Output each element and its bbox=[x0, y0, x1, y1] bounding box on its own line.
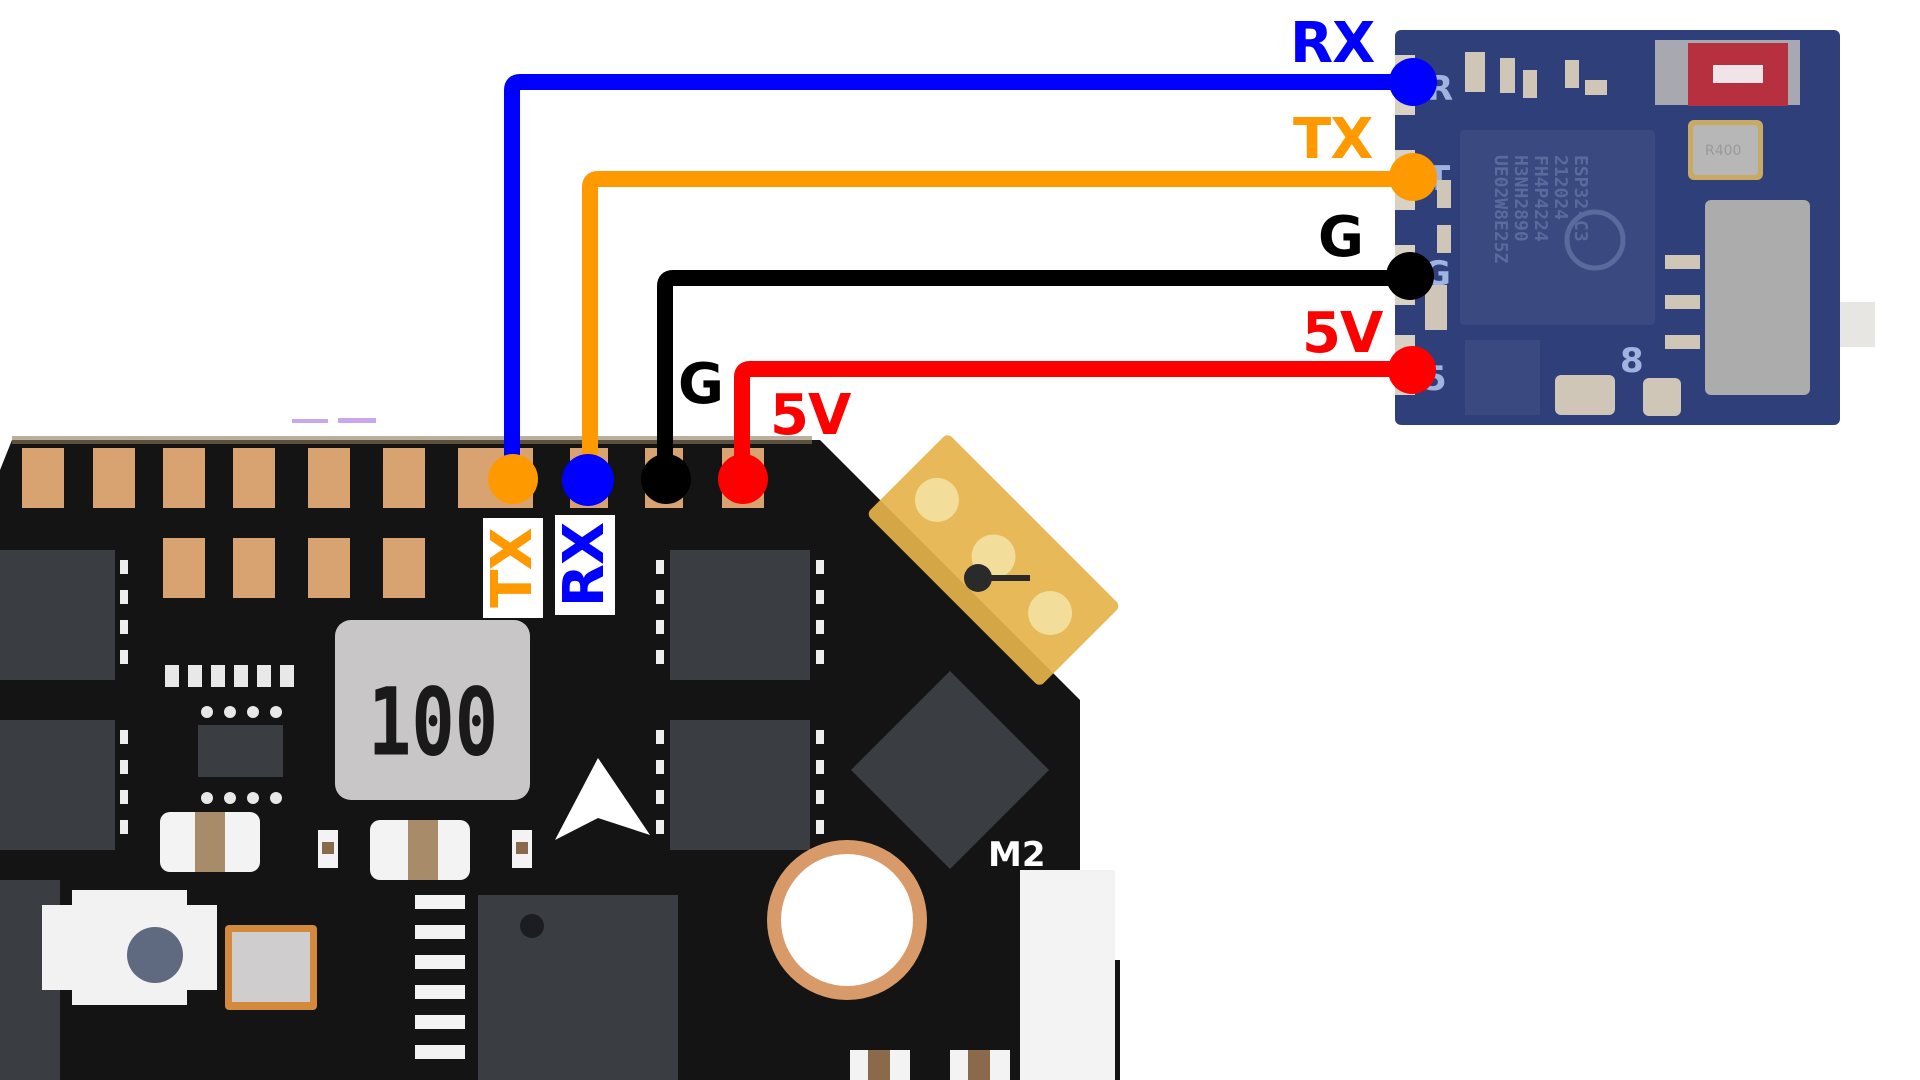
label-fc-rx-text: RX bbox=[552, 522, 617, 608]
motor-connector-m2[interactable] bbox=[1020, 870, 1115, 1080]
module-passives bbox=[1425, 52, 1700, 416]
crystal-marking: R400 bbox=[1705, 143, 1741, 159]
fc-5v-dot[interactable] bbox=[718, 454, 768, 504]
fc-pad bbox=[383, 448, 425, 508]
motor-label-m2: M2 bbox=[988, 835, 1046, 875]
fc-g-dot[interactable] bbox=[641, 454, 691, 504]
wire-gnd bbox=[657, 270, 1410, 478]
module-tx-dot[interactable] bbox=[1389, 153, 1437, 201]
flash-chip bbox=[1465, 340, 1540, 415]
svg-text:H3NH2890: H3NH2890 bbox=[1510, 155, 1531, 242]
espressif-logo bbox=[1564, 209, 1626, 271]
module-rx-dot[interactable] bbox=[1389, 58, 1437, 106]
label-fc-g: G bbox=[678, 352, 724, 417]
label-fc-tx-vertical: TX bbox=[480, 518, 545, 618]
fc-pad bbox=[233, 448, 275, 508]
label-fc-5v: 5V bbox=[770, 383, 851, 448]
inductor bbox=[335, 620, 530, 800]
fc-pad bbox=[163, 538, 205, 598]
svg-text:212024: 212024 bbox=[1550, 155, 1571, 220]
fc-pad bbox=[163, 448, 205, 508]
mosfet bbox=[670, 550, 810, 680]
motor-solder-pads bbox=[868, 435, 1119, 685]
regulator-ic bbox=[198, 725, 283, 777]
motor-pad-hole bbox=[914, 477, 959, 522]
fc-pad bbox=[93, 448, 135, 508]
mosfet bbox=[0, 550, 115, 680]
fc-second-pad-row bbox=[163, 538, 425, 598]
svg-text:ESP32-C3: ESP32-C3 bbox=[1570, 155, 1591, 242]
fc-rx-dot[interactable] bbox=[562, 454, 614, 506]
antenna-tab bbox=[1840, 302, 1875, 347]
small-passives bbox=[165, 665, 294, 804]
module-5v-dot[interactable] bbox=[1388, 346, 1436, 394]
label-fc-rx-vertical: RX bbox=[552, 515, 617, 615]
svg-text:FH4P4224: FH4P4224 bbox=[1530, 155, 1551, 242]
mosfet bbox=[670, 720, 810, 850]
esp32-c3-receiver-module: R T G 5 8 ESP32-C3 212024 FH4P4224 H3NH2… bbox=[1395, 30, 1875, 425]
capacitors bbox=[160, 812, 1010, 1080]
boot-button-actuator[interactable] bbox=[127, 927, 183, 983]
fc-pad bbox=[22, 448, 64, 508]
svg-text:UE02W8E25Z: UE02W8E25Z bbox=[1490, 155, 1511, 264]
label-module-5v: 5V bbox=[1302, 301, 1383, 366]
motor-pad-hole bbox=[1028, 591, 1073, 636]
mosfet-pins bbox=[120, 560, 824, 834]
label-module-rx: RX bbox=[1290, 11, 1375, 76]
fc-pad bbox=[383, 538, 425, 598]
mcu-chip bbox=[478, 895, 678, 1080]
purple-smudge bbox=[338, 418, 376, 423]
silk-8: 8 bbox=[1620, 341, 1644, 381]
esp32-c3-chip bbox=[1460, 130, 1655, 325]
wire-5v bbox=[734, 361, 1412, 478]
rf-shield bbox=[1705, 200, 1810, 395]
wire-rx bbox=[504, 74, 1413, 478]
direction-arrow-logo bbox=[555, 758, 650, 840]
label-module-tx: TX bbox=[1293, 107, 1373, 172]
inductor-marking: 100 bbox=[368, 667, 499, 777]
label-fc-tx-text: TX bbox=[480, 528, 545, 608]
mosfet bbox=[0, 720, 115, 850]
wire-tx bbox=[582, 171, 1413, 478]
fc-pad bbox=[308, 538, 350, 598]
fc-pad bbox=[308, 448, 350, 508]
module-g-dot[interactable] bbox=[1386, 252, 1434, 300]
wires bbox=[504, 74, 1413, 478]
purple-smudge bbox=[292, 419, 328, 423]
label-module-g: G bbox=[1318, 205, 1364, 270]
fc-pad bbox=[233, 538, 275, 598]
fc-tx-dot[interactable] bbox=[488, 454, 538, 504]
fc-board-edge bbox=[12, 436, 812, 444]
